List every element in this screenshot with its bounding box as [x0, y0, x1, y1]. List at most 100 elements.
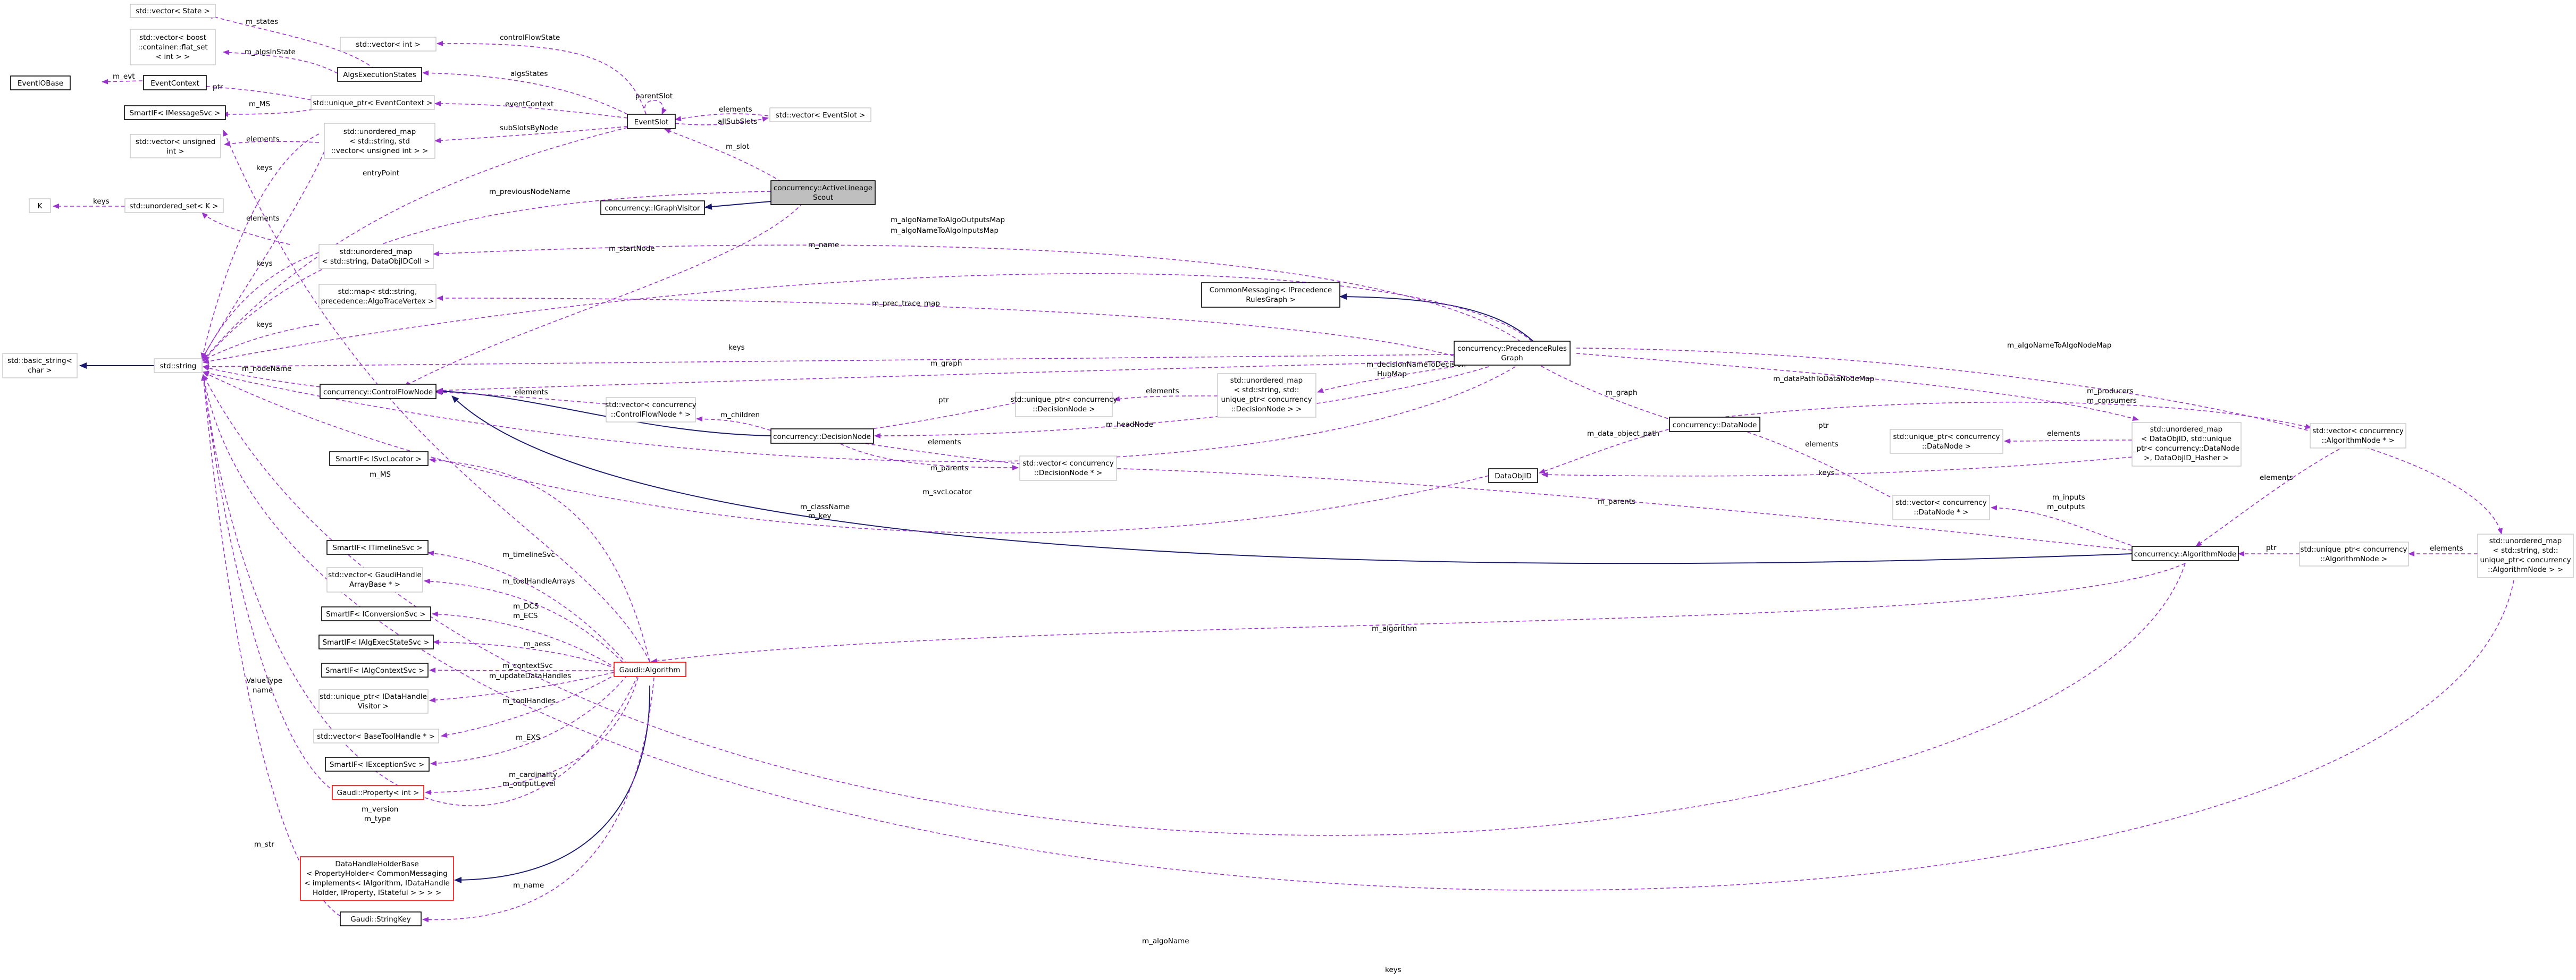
node-std-string[interactable]: std::string — [154, 358, 203, 373]
node-algorithmnode[interactable]: concurrency::AlgorithmNode — [2132, 546, 2239, 561]
edge-m-start-node — [404, 202, 803, 387]
label-m-previousnodename: m_previousNodeName — [489, 188, 570, 196]
svg-text:unique_ptr< concurrency: unique_ptr< concurrency — [2480, 556, 2571, 564]
node-vector-decisionnode[interactable]: std::vector< concurrency ::DecisionNode … — [1019, 455, 1117, 481]
node-unique-ptr-algorithmnode[interactable]: std::unique_ptr< concurrency ::Algorithm… — [2299, 542, 2409, 567]
node-eventiobase[interactable]: EventIOBase — [10, 75, 71, 90]
svg-text:precedence::AlgoTraceVertex >: precedence::AlgoTraceVertex > — [321, 297, 434, 306]
svg-text:concurrency::ActiveLineage: concurrency::ActiveLineage — [774, 184, 872, 192]
node-eventslot[interactable]: EventSlot — [627, 114, 676, 129]
node-gaudi-algorithm[interactable]: Gaudi::Algorithm — [614, 662, 686, 677]
node-map-algotracevertex[interactable]: std::map< std::string, precedence::AlgoT… — [318, 284, 437, 309]
label-m-exs: m_EXS — [516, 733, 540, 742]
node-controlflownode[interactable]: concurrency::ControlFlowNode — [320, 384, 437, 399]
node-unique-ptr-decisionnode[interactable]: std::unique_ptr< concurrency ::DecisionN… — [1010, 392, 1118, 417]
svg-text:std::unique_ptr< concurrency: std::unique_ptr< concurrency — [1010, 395, 1117, 404]
node-unique-ptr-eventcontext[interactable]: std::unique_ptr< EventContext > — [311, 95, 435, 110]
node-datanode[interactable]: concurrency::DataNode — [1669, 417, 1760, 432]
svg-text:std::vector< int >: std::vector< int > — [356, 40, 421, 49]
svg-text:ArrayBase * >: ArrayBase * > — [349, 580, 400, 589]
node-basic-string[interactable]: std::basic_string< char > — [2, 353, 78, 378]
edge-m-toolhandles — [441, 673, 617, 738]
edge-decision-hub-map — [1317, 366, 1455, 393]
node-commonmessaging-iprecedencerulesgraph[interactable]: CommonMessaging< IPrecedence RulesGraph … — [1201, 282, 1340, 308]
label-ptr-4: ptr — [2266, 544, 2277, 552]
node-eventcontext[interactable]: EventContext — [143, 75, 207, 90]
edge-m-graph-1 — [437, 361, 1455, 393]
node-gaudi-stringkey[interactable]: Gaudi::StringKey — [340, 911, 422, 926]
label-controlflowstate: controlFlowState — [500, 33, 560, 42]
node-vector-gaudihandlearraybase[interactable]: std::vector< GaudiHandle ArrayBase * > — [326, 567, 423, 593]
svg-text:SmartIF< IAlgContextSvc >: SmartIF< IAlgContextSvc > — [325, 666, 424, 675]
label-m-outputlevel: m_outputLevel — [502, 780, 556, 788]
node-state-vector[interactable]: std::vector< State > — [130, 4, 216, 18]
node-smartif-iconversionsvc[interactable]: SmartIF< IConversionSvc > — [321, 606, 431, 621]
node-igraphvisitor[interactable]: concurrency::IGraphVisitor — [600, 200, 705, 215]
edge-keys-umap-vec — [202, 151, 325, 360]
svg-text:Gaudi::Property< int >: Gaudi::Property< int > — [337, 789, 419, 797]
node-smartif-ialgexecstatesvc[interactable]: SmartIF< IAlgExecStateSvc > — [318, 635, 434, 649]
label-datapath-map: m_dataPathToDataNodeMap — [1773, 375, 1874, 383]
label-m-graph-1: m_graph — [930, 359, 962, 368]
node-algsexecutionstates[interactable]: AlgsExecutionStates — [337, 67, 422, 82]
svg-text:std::string: std::string — [160, 362, 197, 370]
node-unique-ptr-datanode[interactable]: std::unique_ptr< concurrency ::DataNode … — [1890, 429, 2003, 454]
svg-text:::AlgorithmNode * >: ::AlgorithmNode * > — [2321, 436, 2394, 445]
label-m-svclocator: m_svcLocator — [922, 488, 972, 496]
node-vector-algorithmnode-ptr[interactable]: std::vector< concurrency ::AlgorithmNode… — [2310, 423, 2406, 449]
node-smartif-isvclocator[interactable]: SmartIF< ISvcLocator > — [329, 451, 429, 466]
svg-text:AlgsExecutionStates: AlgsExecutionStates — [343, 71, 416, 79]
label-m-classname: m_className — [800, 503, 850, 511]
label-m-prec-trace-map: m_prec_trace_map — [872, 299, 940, 308]
label-m-algorithm: m_algorithm — [1372, 624, 1417, 633]
node-smartif-ialgcontextsvc[interactable]: SmartIF< IAlgContextSvc > — [321, 663, 429, 678]
node-k[interactable]: K — [29, 198, 51, 213]
node-unordered-map-vector-unsigned[interactable]: std::unordered_map < std::string, std ::… — [324, 123, 435, 159]
svg-text:std::vector< concurrency: std::vector< concurrency — [605, 401, 696, 409]
node-unordered-map-dataobjid[interactable]: std::unordered_map < DataObjID, std::uni… — [2132, 422, 2242, 467]
node-vector-basetoolhandle[interactable]: std::vector< BaseToolHandle * > — [313, 729, 439, 744]
label-m-updatedatahandles: m_updateDataHandles — [489, 672, 571, 680]
svg-text:< int > >: < int > > — [156, 53, 190, 61]
edge-all-subslots — [675, 116, 769, 125]
node-smartif-imessagesvc[interactable]: SmartIF< IMessageSvc > — [124, 105, 226, 120]
node-boost-flat-set-vector[interactable]: std::vector< boost ::container::flat_set… — [130, 29, 216, 65]
node-smartif-iexceptionsvc[interactable]: SmartIF< IExceptionSvc > — [325, 757, 430, 772]
node-unique-ptr-idatahandlevisitor[interactable]: std::unique_ptr< IDataHandle Visitor > — [318, 689, 429, 714]
node-smartif-itimelinesvc[interactable]: SmartIF< ITimelineSvc > — [326, 540, 429, 555]
node-precedencerulesgraph[interactable]: concurrency::PrecedenceRules Graph — [1454, 341, 1571, 366]
edge-m-cardinality — [425, 677, 639, 795]
svg-text:SmartIF< IMessageSvc >: SmartIF< IMessageSvc > — [130, 109, 221, 117]
node-active-lineage-scout[interactable]: concurrency::ActiveLineage Scout — [770, 180, 876, 205]
svg-text:< PropertyHolder< CommonMessag: < PropertyHolder< CommonMessaging — [306, 869, 447, 878]
label-elements-5: elements — [1805, 440, 1839, 449]
edge-m-name-alg — [422, 677, 655, 923]
node-unordered-map-decisionnode[interactable]: std::unordered_map < std::string, std:: … — [1217, 373, 1316, 418]
node-vector-controlflownode[interactable]: std::vector< concurrency ::ControlFlowNo… — [605, 397, 697, 423]
svg-text:_ptr< concurrency::DataNode: _ptr< concurrency::DataNode — [2133, 444, 2239, 453]
node-unordered-map-algorithmnode[interactable]: std::unordered_map < std::string, std:: … — [2477, 534, 2574, 578]
node-decisionnode[interactable]: concurrency::DecisionNode — [770, 428, 874, 444]
node-dataobjid[interactable]: DataObjID — [1488, 468, 1538, 483]
edge-algs-states — [422, 70, 628, 115]
node-vector-datanode-ptr[interactable]: std::vector< concurrency ::DataNode * > — [1892, 495, 1990, 520]
node-vector-unsigned-int[interactable]: std::vector< unsigned int > — [130, 134, 221, 158]
label-m-nodename: m_nodeName — [242, 365, 291, 373]
label-keys-k: keys — [93, 197, 110, 206]
node-datahandleholderbase[interactable]: DataHandleHolderBase < PropertyHolder< C… — [300, 856, 454, 901]
label-hubmap-1: m_decisionNameToDecision — [1366, 360, 1466, 369]
label-parentslot: parentSlot — [635, 92, 673, 100]
node-unordered-map-dataobjidcoll[interactable]: std::unordered_map < std::string, DataOb… — [318, 244, 434, 269]
svg-text:EventContext: EventContext — [150, 79, 199, 88]
node-vector-eventslot[interactable]: std::vector< EventSlot > — [769, 107, 871, 122]
label-subslotsbynode: subSlotsByNode — [500, 124, 558, 132]
label-hubmap-2: HubMap — [1377, 370, 1407, 378]
label-m-str: m_str — [254, 840, 274, 849]
edge-inherit-iprecedence — [1339, 293, 1537, 345]
label-m-children: m_children — [720, 411, 760, 419]
node-vector-int[interactable]: std::vector< int > — [340, 37, 437, 52]
node-gaudi-property-int[interactable]: Gaudi::Property< int > — [332, 785, 424, 800]
node-unordered-set-k[interactable]: std::unordered_set< K > — [124, 198, 224, 213]
svg-text:std::basic_string<: std::basic_string< — [7, 357, 72, 365]
svg-text:unique_ptr< concurrency: unique_ptr< concurrency — [1221, 395, 1312, 404]
